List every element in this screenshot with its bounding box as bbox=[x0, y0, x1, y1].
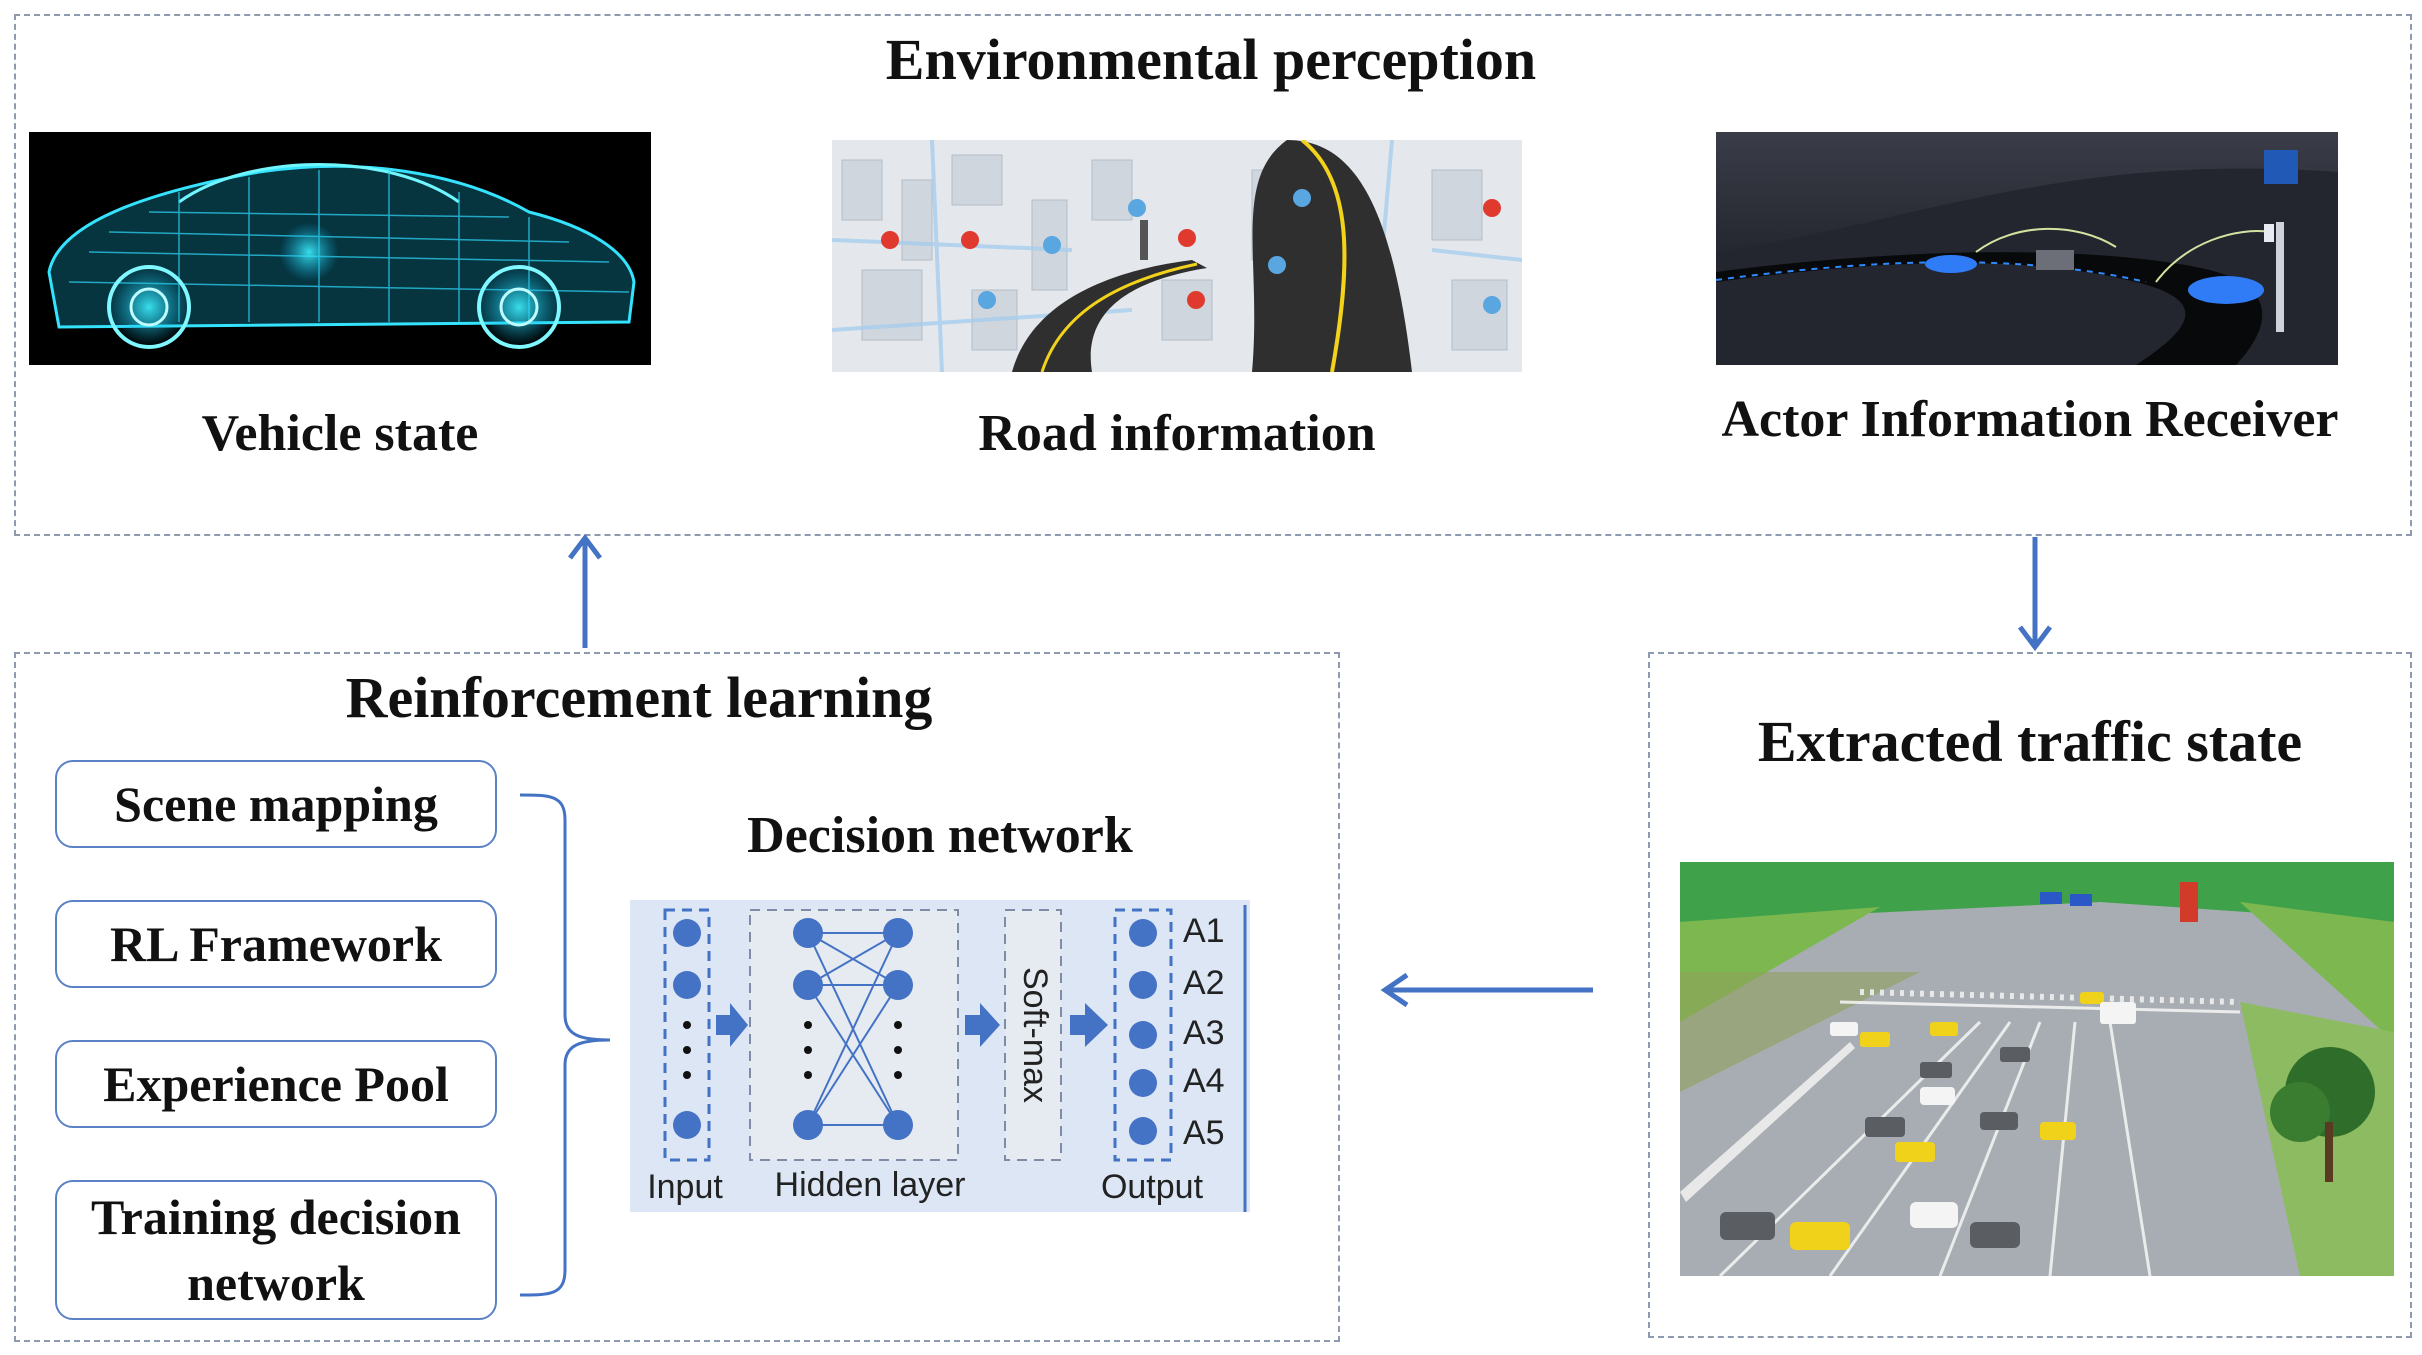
vehicle-state-image bbox=[29, 132, 651, 365]
actor-information-image bbox=[1716, 132, 2338, 365]
output-layer-label: Output bbox=[1101, 1168, 1204, 1206]
intersection-traffic-icon bbox=[1680, 862, 2394, 1276]
reinforcement-learning-panel bbox=[14, 652, 1340, 1342]
rl-framework-box: RL Framework bbox=[55, 900, 497, 988]
action-a4-label: A4 bbox=[1183, 1062, 1225, 1100]
extracted-traffic-state-title: Extracted traffic state bbox=[1757, 709, 2303, 774]
vehicle-state-label: Vehicle state bbox=[201, 405, 479, 462]
training-decision-network-box: Training decision network bbox=[55, 1180, 497, 1320]
steps-bracket bbox=[519, 793, 611, 1297]
arrow-down-to-traffic bbox=[2018, 537, 2052, 652]
environmental-perception-title: Environmental perception bbox=[885, 27, 1537, 92]
experience-pool-box: Experience Pool bbox=[55, 1040, 497, 1128]
wireframe-car-icon bbox=[47, 163, 636, 349]
hidden-layer-label: Hidden layer bbox=[775, 1166, 966, 1204]
scene-mapping-box: Scene mapping bbox=[55, 760, 497, 848]
softmax-label: Soft-max bbox=[1016, 967, 1054, 1103]
road-map-pins-icon bbox=[832, 140, 1522, 372]
action-a1-label: A1 bbox=[1183, 912, 1225, 950]
action-a3-label: A3 bbox=[1183, 1014, 1225, 1052]
road-information-image bbox=[832, 140, 1522, 372]
arrow-up-to-perception bbox=[568, 533, 602, 648]
environmental-perception-panel bbox=[14, 14, 2412, 536]
actor-information-label: Actor Information Receiver bbox=[1721, 391, 2339, 448]
action-a5-label: A5 bbox=[1183, 1114, 1225, 1152]
decision-network-title: Decision network bbox=[747, 807, 1133, 864]
road-information-label: Road information bbox=[978, 405, 1376, 462]
reinforcement-learning-title: Reinforcement learning bbox=[345, 665, 933, 730]
extracted-traffic-state-panel bbox=[1648, 652, 2412, 1338]
arrow-left-to-network bbox=[1380, 972, 1593, 1008]
input-layer-label: Input bbox=[647, 1168, 723, 1206]
action-a2-label: A2 bbox=[1183, 964, 1225, 1002]
traffic-state-image bbox=[1680, 862, 2394, 1276]
decision-network-diagram: Soft-max A1 A2 A3 A4 A5 Input Hidden lay… bbox=[630, 900, 1250, 1212]
v2x-highway-icon bbox=[1716, 132, 2338, 365]
